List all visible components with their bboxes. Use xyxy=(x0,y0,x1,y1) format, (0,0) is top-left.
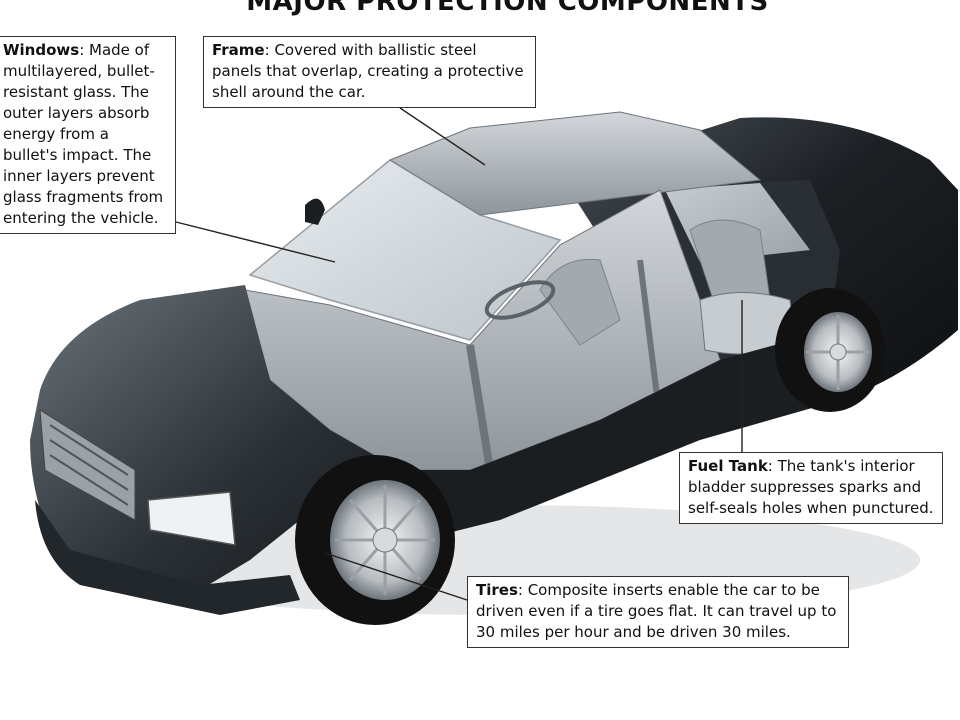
callout-frame: Frame: Covered with ballistic steel pane… xyxy=(203,36,536,108)
leader-windows xyxy=(175,221,336,263)
front-wheel xyxy=(295,455,455,625)
leader-frame xyxy=(399,107,486,166)
rear-wheel xyxy=(775,288,885,412)
callout-fuel-tank-label: Fuel Tank xyxy=(688,457,768,475)
callout-windows: Windows: Made of multilayered, bullet-re… xyxy=(0,36,176,234)
diagram-canvas: MAJOR PROTECTION COMPONENTS xyxy=(0,0,958,648)
leader-lines xyxy=(175,107,743,601)
steering-wheel xyxy=(484,280,556,320)
grille xyxy=(39,409,136,521)
windshield xyxy=(248,159,562,341)
diagram-title: MAJOR PROTECTION COMPONENTS xyxy=(246,0,769,17)
front-bumper xyxy=(35,500,300,615)
roof-cutaway xyxy=(388,111,762,216)
callout-tires-text: : Composite inserts enable the car to be… xyxy=(476,581,837,641)
armored-car-illustration xyxy=(30,107,958,625)
callout-windows-text: : Made of multilayered, bullet-resistant… xyxy=(3,41,164,227)
callout-frame-label: Frame xyxy=(212,41,265,59)
leader-tires xyxy=(324,552,468,601)
callout-tires-label: Tires xyxy=(476,581,518,599)
callout-tires: Tires: Composite inserts enable the car … xyxy=(467,576,849,648)
callout-fuel-tank: Fuel Tank: The tank's interior bladder s… xyxy=(679,452,943,524)
headlight xyxy=(147,491,236,546)
callout-windows-label: Windows xyxy=(3,41,80,59)
callout-fuel-tank-text: : The tank's interior bladder suppresses… xyxy=(688,457,934,517)
front-seat xyxy=(539,258,621,346)
callout-frame-text: : Covered with ballistic steel panels th… xyxy=(212,41,524,101)
b-pillar xyxy=(466,344,494,471)
side-mirror xyxy=(305,198,325,225)
side-sill xyxy=(400,330,840,540)
